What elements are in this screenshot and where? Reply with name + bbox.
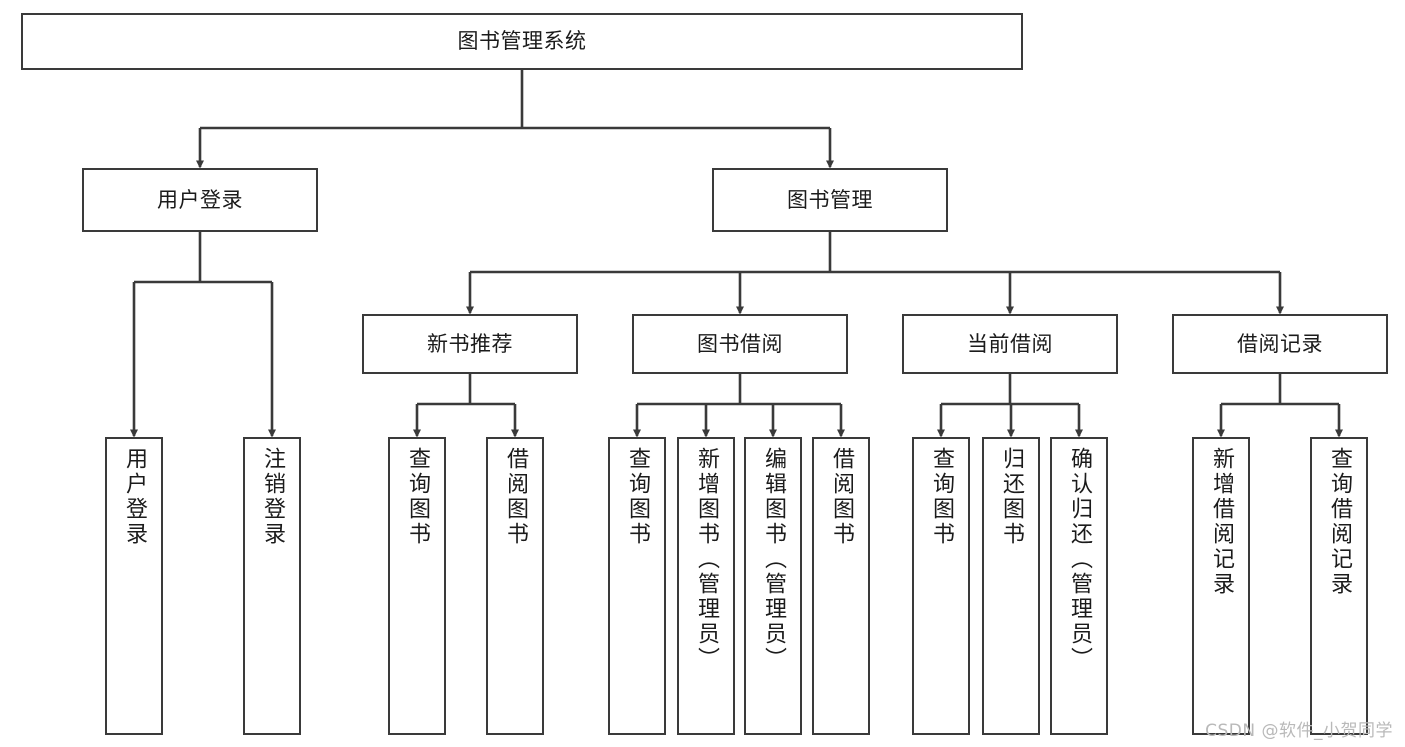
- leaf-node-10[interactable]: 确认归还（管理员）: [1050, 437, 1108, 735]
- node-label: 确认归还（管理员）: [1067, 447, 1092, 672]
- root-node-0[interactable]: 图书管理系统: [21, 13, 1023, 70]
- node-label: 用户登录: [122, 447, 147, 547]
- node-label: 注销登录: [260, 447, 285, 547]
- node-label: 当前借阅: [967, 331, 1053, 356]
- csdn-watermark: CSDN @软件_小贺同学: [1205, 721, 1393, 741]
- level2-node-0[interactable]: 用户登录: [82, 168, 318, 232]
- leaf-node-12[interactable]: 查询借阅记录: [1310, 437, 1368, 735]
- leaf-node-3[interactable]: 借阅图书: [486, 437, 544, 735]
- leaf-node-1[interactable]: 注销登录: [243, 437, 301, 735]
- node-label: 借阅图书: [829, 447, 854, 547]
- leaf-node-5[interactable]: 新增图书（管理员）: [677, 437, 735, 735]
- leaf-node-11[interactable]: 新增借阅记录: [1192, 437, 1250, 735]
- level2-node-1[interactable]: 图书管理: [712, 168, 948, 232]
- node-label: 借阅图书: [503, 447, 528, 547]
- node-label: 查询借阅记录: [1327, 447, 1352, 597]
- leaf-node-9[interactable]: 归还图书: [982, 437, 1040, 735]
- node-label: 借阅记录: [1237, 331, 1323, 356]
- node-label: 图书管理系统: [457, 29, 587, 54]
- leaf-node-0[interactable]: 用户登录: [105, 437, 163, 735]
- node-label: 图书借阅: [697, 331, 783, 356]
- level3-node-0[interactable]: 新书推荐: [362, 314, 578, 374]
- node-label: 编辑图书（管理员）: [761, 447, 786, 672]
- node-label: 新增借阅记录: [1209, 447, 1234, 597]
- leaf-node-2[interactable]: 查询图书: [388, 437, 446, 735]
- node-label: 新书推荐: [427, 331, 513, 356]
- node-label: 新增图书（管理员）: [694, 447, 719, 672]
- leaf-node-4[interactable]: 查询图书: [608, 437, 666, 735]
- node-label: 用户登录: [157, 187, 243, 212]
- node-label: 查询图书: [405, 447, 430, 547]
- leaf-node-6[interactable]: 编辑图书（管理员）: [744, 437, 802, 735]
- level3-node-3[interactable]: 借阅记录: [1172, 314, 1388, 374]
- node-label: 图书管理: [787, 187, 873, 212]
- leaf-node-7[interactable]: 借阅图书: [812, 437, 870, 735]
- node-label: 查询图书: [625, 447, 650, 547]
- node-label: 查询图书: [929, 447, 954, 547]
- leaf-node-8[interactable]: 查询图书: [912, 437, 970, 735]
- node-label: 归还图书: [999, 447, 1024, 547]
- level3-node-1[interactable]: 图书借阅: [632, 314, 848, 374]
- level3-node-2[interactable]: 当前借阅: [902, 314, 1118, 374]
